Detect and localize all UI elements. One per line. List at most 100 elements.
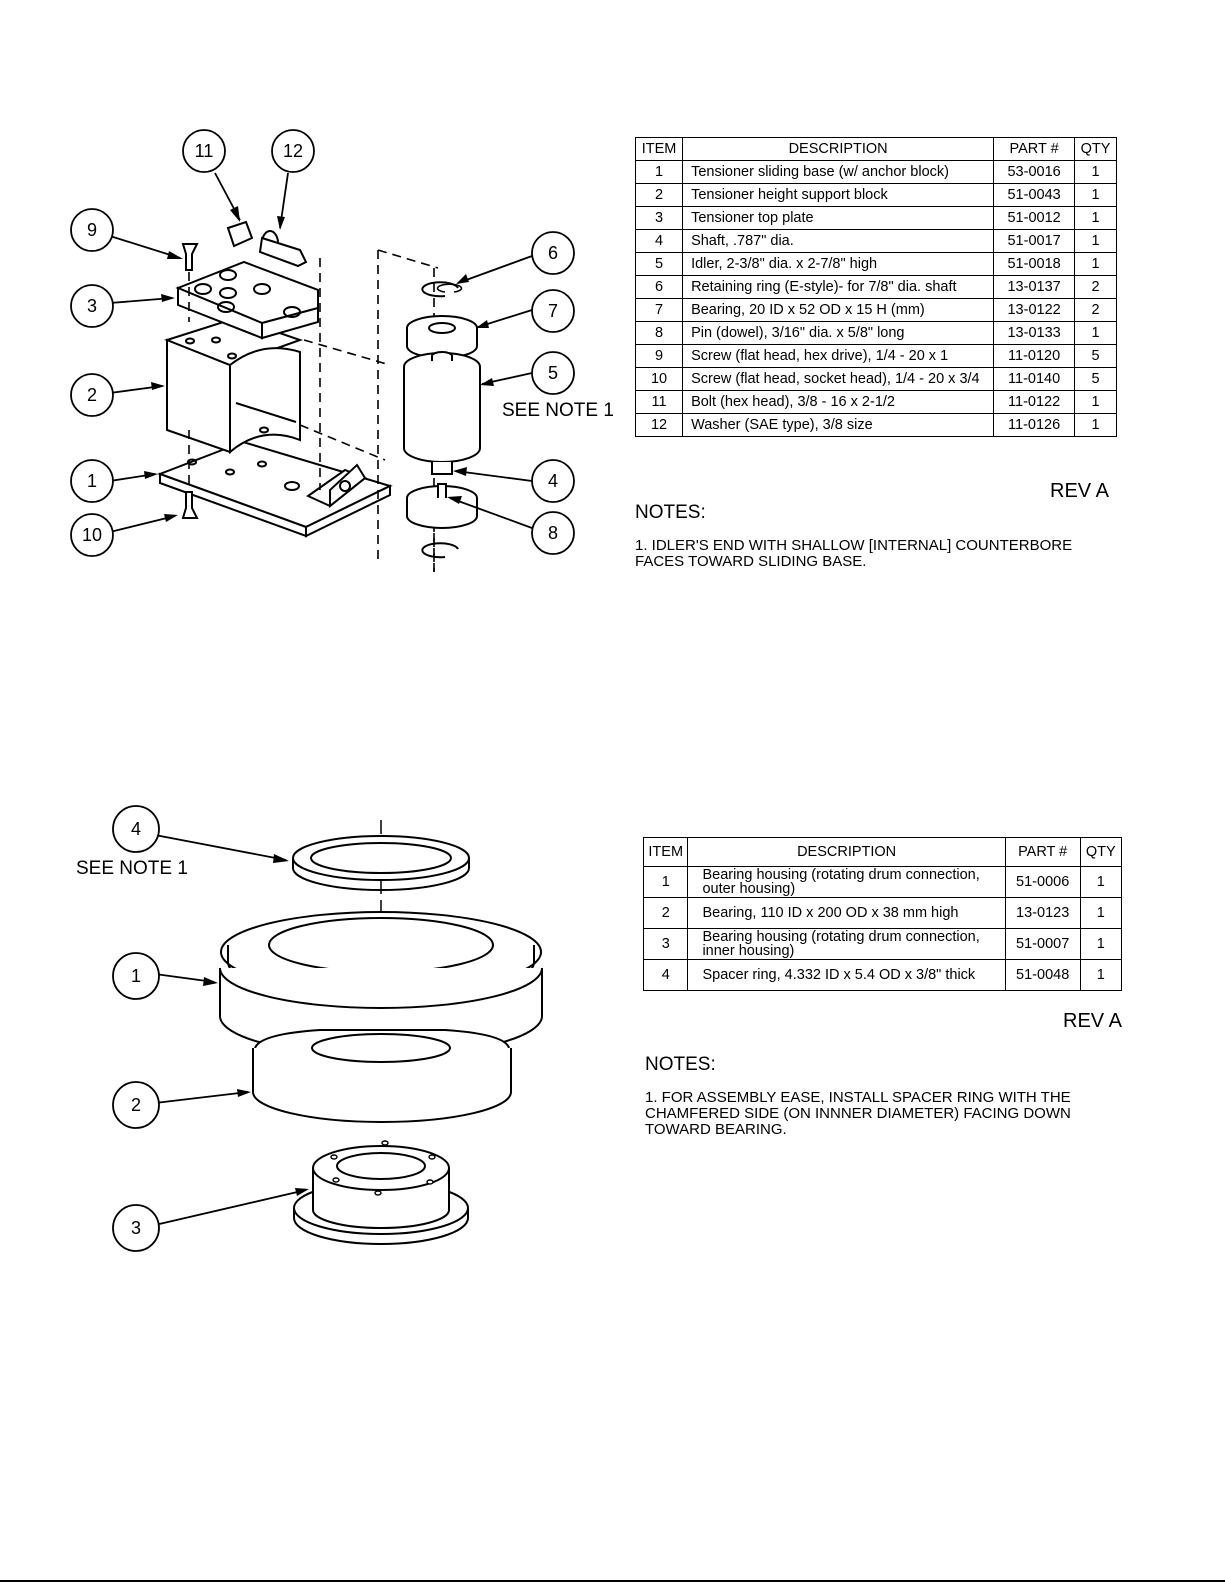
description-cell: Tensioner sliding base (w/ anchor block) (682, 160, 995, 184)
inner-housing-part (293, 1140, 469, 1245)
callout-6: 6 (548, 243, 558, 263)
part-number-cell: 13-0122 (993, 298, 1076, 322)
part-number-cell: 51-0018 (993, 252, 1076, 276)
callout-2: 2 (87, 385, 97, 405)
item-cell: 3 (642, 928, 689, 960)
header-description: DESCRIPTION (687, 837, 1006, 867)
callout-8: 8 (548, 523, 558, 543)
part-number-cell: 11-0120 (993, 344, 1076, 368)
part-number-cell: 51-0043 (993, 183, 1076, 207)
bearing-rev: REV A (1063, 1010, 1122, 1032)
description-cell: Retaining ring (E-style)- for 7/8" dia. … (682, 275, 995, 299)
header-description: DESCRIPTION (682, 137, 995, 161)
qty-cell: 2 (1074, 298, 1117, 322)
description-cell: Spacer ring, 4.332 ID x 5.4 OD x 3/8" th… (687, 959, 1006, 991)
description-cell: Pin (dowel), 3/16" dia. x 5/8" long (682, 321, 995, 345)
item-cell: 11 (634, 390, 684, 414)
header-qty: QTY (1079, 837, 1123, 867)
qty-cell: 1 (1074, 229, 1117, 253)
item-cell: 6 (634, 275, 684, 299)
bearing-note-1-line-1: 1. FOR ASSEMBLY EASE, INSTALL SPACER RIN… (645, 1089, 1071, 1106)
tensioner-note-1-line-1: 1. IDLER'S END WITH SHALLOW [INTERNAL] C… (635, 537, 1073, 554)
part-number-cell: 13-0133 (993, 321, 1076, 345)
qty-cell: 1 (1074, 183, 1117, 207)
qty-cell: 1 (1074, 252, 1117, 276)
item-cell: 4 (634, 229, 684, 253)
bearing-callout-2: 2 (131, 1095, 141, 1115)
spacer-ring-part (292, 835, 470, 891)
item-cell: 5 (634, 252, 684, 276)
item-cell: 2 (642, 897, 689, 929)
bearing-see-note: SEE NOTE 1 (76, 858, 188, 879)
qty-cell: 5 (1074, 344, 1117, 368)
qty-cell: 1 (1079, 928, 1123, 960)
item-cell: 1 (642, 866, 689, 898)
part-number-cell: 51-0007 (1004, 928, 1081, 960)
item-cell: 7 (634, 298, 684, 322)
callout-9: 9 (87, 220, 97, 240)
part-number-cell: 11-0126 (993, 413, 1076, 437)
callout-7: 7 (548, 301, 558, 321)
item-cell: 4 (642, 959, 689, 991)
top-plate-part (175, 260, 319, 340)
description-cell: Washer (SAE type), 3/8 size (682, 413, 995, 437)
bearing-housing-drawing (154, 820, 543, 1245)
bearing-callout-4: 4 (131, 819, 141, 839)
qty-cell: 1 (1074, 321, 1117, 345)
header-item: ITEM (634, 137, 684, 161)
callout-4: 4 (548, 471, 558, 491)
part-number-cell: 11-0140 (993, 367, 1076, 391)
table-header-row: ITEM DESCRIPTION PART # QTY (634, 137, 1117, 161)
item-cell: 2 (634, 183, 684, 207)
item-cell: 9 (634, 344, 684, 368)
description-cell: Idler, 2-3/8" dia. x 2-7/8" high (682, 252, 995, 276)
header-qty: QTY (1074, 137, 1117, 161)
part-number-cell: 51-0012 (993, 206, 1076, 230)
bearing-notes-title: NOTES: (645, 1054, 716, 1075)
description-cell: Bearing, 110 ID x 200 OD x 38 mm high (687, 897, 1006, 929)
description-cell: Bearing housing (rotating drum connectio… (687, 928, 1006, 960)
callout-1: 1 (87, 471, 97, 491)
callout-5: 5 (548, 363, 558, 383)
tensioner-table-body: 1 Tensioner sliding base (w/ anchor block… (634, 160, 1117, 437)
header-part: PART # (993, 137, 1076, 161)
tensioner-drawing (109, 172, 533, 572)
qty-cell: 5 (1074, 367, 1117, 391)
header-part: PART # (1004, 837, 1081, 867)
qty-cell: 1 (1074, 413, 1117, 437)
qty-cell: 1 (1079, 959, 1123, 991)
part-number-cell: 51-0048 (1004, 959, 1081, 991)
description-cell: Screw (flat head, socket head), 1/4 - 20… (682, 367, 995, 391)
description-cell: Bearing, 20 ID x 52 OD x 15 H (mm) (682, 298, 995, 322)
tensioner-parts-table: ITEM DESCRIPTION PART # QTY 1 Tensioner s… (634, 137, 1117, 437)
part-number-cell: 53-0016 (993, 160, 1076, 184)
qty-cell: 1 (1074, 160, 1117, 184)
table-row: 1 Tensioner sliding base (w/ anchor block… (634, 160, 1117, 184)
header-item: ITEM (642, 837, 689, 867)
description-cell: Shaft, .787" dia. (682, 229, 995, 253)
item-cell: 10 (634, 367, 684, 391)
item-cell: 8 (634, 321, 684, 345)
description-cell: Tensioner top plate (682, 206, 995, 230)
bearing-note-1-line-2: CHAMFERED SIDE (ON INNNER DIAMETER) FACI… (645, 1105, 1071, 1122)
callout-3: 3 (87, 296, 97, 316)
bearing-callout-3: 3 (131, 1218, 141, 1238)
bearing-note-1-line-3: TOWARD BEARING. (645, 1121, 787, 1138)
bearing-callout-1: 1 (131, 966, 141, 986)
